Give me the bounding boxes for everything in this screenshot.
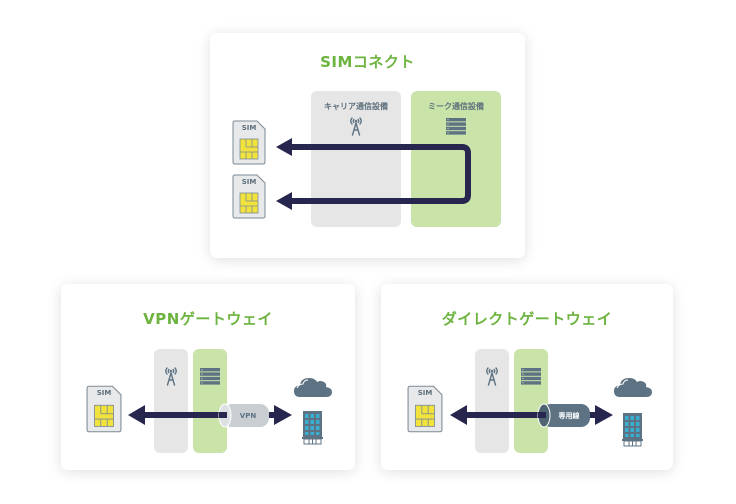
- office-building-icon: [622, 413, 643, 447]
- sim-label: SIM: [96, 389, 112, 397]
- antenna-tower-icon: [350, 117, 362, 136]
- office-building-icon: [302, 411, 323, 445]
- dedicated-line-label: 専用線: [559, 411, 580, 420]
- sim-card-icon: [407, 385, 443, 433]
- sim-connect-title: SIMコネクト: [320, 53, 415, 71]
- server-rack-icon: [200, 368, 220, 385]
- sim-label: SIM: [241, 178, 257, 186]
- antenna-tower-icon: [486, 367, 498, 386]
- sim-card-icon: [86, 385, 122, 433]
- direct-gateway-title: ダイレクトゲートウェイ: [441, 310, 613, 328]
- carrier-equipment-column: [475, 349, 509, 453]
- vpn-gateway-title: VPNゲートウェイ: [143, 310, 273, 328]
- mieku-equipment-column: ミーク通信設備: [411, 91, 501, 227]
- server-rack-icon: [521, 368, 541, 385]
- vpn-gateway-card: VPNゲートウェイ SIM VPN: [61, 284, 355, 470]
- mieku-equipment-column: [514, 349, 548, 453]
- antenna-tower-icon: [165, 367, 177, 386]
- vpn-tunnel-label: VPN: [240, 412, 257, 420]
- carrier-equipment-label: キャリア通信設備: [324, 102, 388, 111]
- sim-label: SIM: [241, 124, 257, 132]
- server-rack-icon: [446, 118, 466, 135]
- cloud-icon: [614, 378, 652, 397]
- sim-card-icon: [232, 174, 266, 219]
- sim-connect-card: SIMコネクト キャリア通信設備 ミーク通信設備 SIM: [210, 33, 525, 258]
- sim-card-icon: [232, 120, 266, 165]
- bidirectional-arrow-with-dedicated-line: 専用線: [450, 403, 613, 428]
- loop-back-arrow: [276, 138, 471, 210]
- carrier-equipment-column: [154, 349, 188, 453]
- bidirectional-arrow-with-vpn-tunnel: VPN: [128, 403, 292, 428]
- mieku-equipment-column: [193, 349, 227, 453]
- sim-label: SIM: [417, 389, 433, 397]
- direct-gateway-card: ダイレクトゲートウェイ SIM 専用: [381, 284, 673, 470]
- carrier-equipment-column: キャリア通信設備: [311, 91, 401, 227]
- mieku-equipment-label: ミーク通信設備: [428, 102, 484, 111]
- cloud-icon: [294, 378, 332, 397]
